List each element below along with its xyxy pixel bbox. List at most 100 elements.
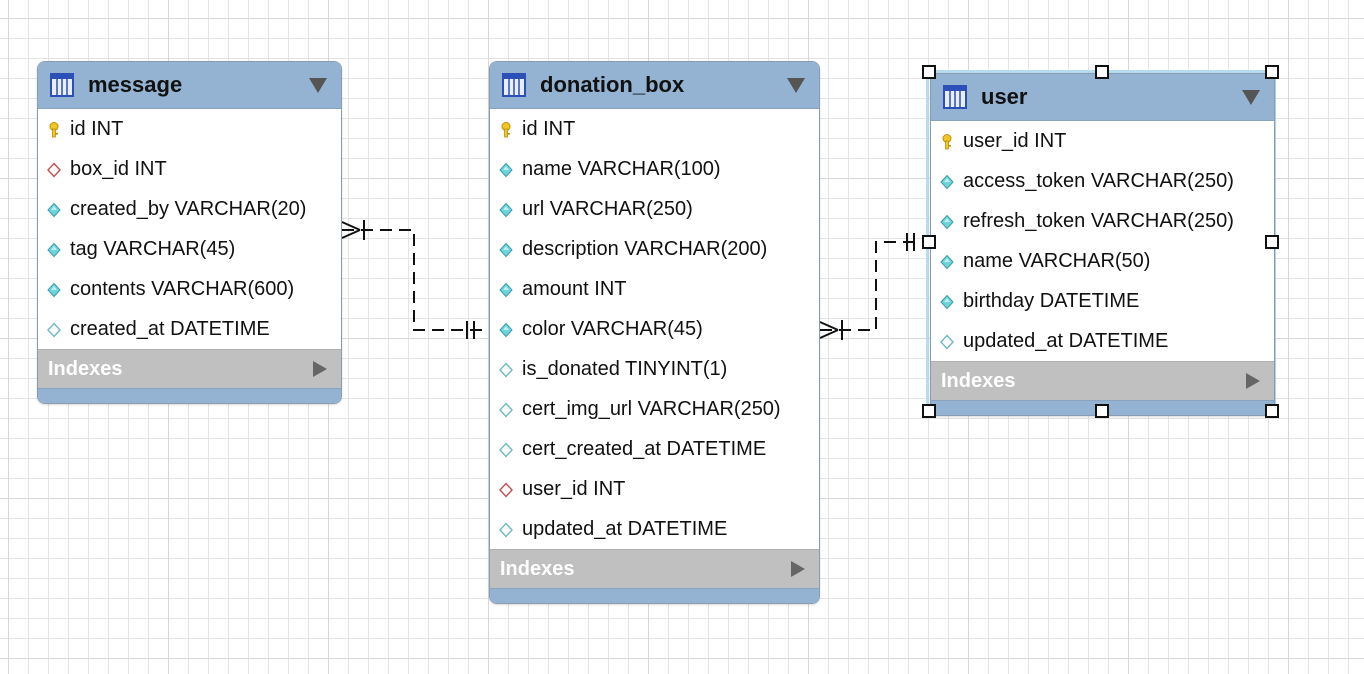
nullable-column-icon [499, 401, 513, 418]
table-icon [50, 73, 74, 97]
not-null-column-icon [47, 241, 61, 258]
column-row[interactable]: birthday DATETIME [931, 281, 1274, 321]
column-label: cert_created_at DATETIME [522, 437, 767, 460]
column-label: created_at DATETIME [70, 317, 270, 340]
collapse-triangle-icon[interactable] [787, 78, 805, 93]
expand-arrow-icon[interactable] [791, 561, 805, 577]
column-row[interactable]: amount INT [490, 269, 819, 309]
column-row[interactable]: created_at DATETIME [38, 309, 341, 349]
crow-foot-many-marker [819, 320, 843, 340]
collapse-triangle-icon[interactable] [309, 78, 327, 93]
resize-handle-bottom-right[interactable] [1265, 404, 1279, 418]
not-null-column-icon [499, 281, 513, 298]
expand-arrow-icon[interactable] [313, 361, 327, 377]
column-row[interactable]: tag VARCHAR(45) [38, 229, 341, 269]
not-null-column-icon [47, 281, 61, 298]
table-header[interactable]: message [38, 62, 341, 109]
column-label: description VARCHAR(200) [522, 237, 768, 260]
column-label: birthday DATETIME [963, 289, 1140, 312]
indexes-label: Indexes [941, 369, 1016, 392]
column-row[interactable]: name VARCHAR(50) [931, 241, 1274, 281]
table-donation-box[interactable]: donation_box id INT name VARCHAR(100) url … [489, 61, 820, 604]
resize-handle-top-right[interactable] [1265, 65, 1279, 79]
column-label: is_donated TINYINT(1) [522, 357, 728, 380]
column-row[interactable]: access_token VARCHAR(250) [931, 161, 1274, 201]
column-list: id INT box_id INT created_by VARCHAR(20) ta… [38, 109, 341, 349]
not-null-column-icon [499, 161, 513, 178]
column-row[interactable]: id INT [490, 109, 819, 149]
column-label: url VARCHAR(250) [522, 197, 693, 220]
column-row[interactable]: id INT [38, 109, 341, 149]
column-row[interactable]: contents VARCHAR(600) [38, 269, 341, 309]
column-row[interactable]: created_by VARCHAR(20) [38, 189, 341, 229]
table-title: message [88, 72, 183, 97]
column-label: created_by VARCHAR(20) [70, 197, 307, 220]
column-label: name VARCHAR(100) [522, 157, 721, 180]
foreign-key-icon [47, 161, 61, 178]
column-label: cert_img_url VARCHAR(250) [522, 397, 781, 420]
table-message[interactable]: message id INT box_id INT created_by VARCH… [37, 61, 342, 404]
column-label: color VARCHAR(45) [522, 317, 703, 340]
column-row[interactable]: is_donated TINYINT(1) [490, 349, 819, 389]
column-row[interactable]: name VARCHAR(100) [490, 149, 819, 189]
column-label: updated_at DATETIME [522, 517, 728, 540]
indexes-section[interactable]: Indexes [38, 349, 341, 388]
relationship-donation-box-user[interactable] [819, 233, 930, 340]
column-label: updated_at DATETIME [963, 329, 1169, 352]
resize-handle-middle-right[interactable] [1265, 235, 1279, 249]
indexes-label: Indexes [500, 557, 575, 580]
expand-arrow-icon[interactable] [1246, 373, 1260, 389]
resize-handle-top-center[interactable] [1095, 65, 1109, 79]
not-null-column-icon [499, 201, 513, 218]
table-footer [490, 588, 819, 603]
table-title: user [981, 84, 1028, 109]
not-null-column-icon [47, 201, 61, 218]
column-row[interactable]: url VARCHAR(250) [490, 189, 819, 229]
table-title: donation_box [540, 72, 685, 97]
column-row[interactable]: box_id INT [38, 149, 341, 189]
column-row[interactable]: cert_created_at DATETIME [490, 429, 819, 469]
column-label: tag VARCHAR(45) [70, 237, 236, 260]
column-row[interactable]: user_id INT [931, 121, 1274, 161]
column-label: id INT [70, 117, 124, 140]
primary-key-icon [47, 121, 61, 138]
collapse-triangle-icon[interactable] [1242, 90, 1260, 105]
resize-handle-top-left[interactable] [922, 65, 936, 79]
table-user[interactable]: user user_id INT access_token VARCHAR(250… [930, 73, 1275, 416]
nullable-column-icon [940, 333, 954, 350]
column-label: name VARCHAR(50) [963, 249, 1151, 272]
resize-handle-middle-left[interactable] [922, 235, 936, 249]
nullable-column-icon [47, 321, 61, 338]
column-row[interactable]: color VARCHAR(45) [490, 309, 819, 349]
column-row[interactable]: description VARCHAR(200) [490, 229, 819, 269]
one-marker [466, 321, 475, 339]
column-row[interactable]: updated_at DATETIME [931, 321, 1274, 361]
indexes-section[interactable]: Indexes [490, 549, 819, 588]
not-null-column-icon [940, 293, 954, 310]
resize-handle-bottom-center[interactable] [1095, 404, 1109, 418]
column-list: user_id INT access_token VARCHAR(250) refr… [931, 121, 1274, 361]
not-null-column-icon [940, 173, 954, 190]
column-row[interactable]: cert_img_url VARCHAR(250) [490, 389, 819, 429]
column-label: user_id INT [522, 477, 626, 500]
one-marker [906, 233, 915, 251]
table-header[interactable]: user [931, 74, 1274, 121]
column-row[interactable]: user_id INT [490, 469, 819, 509]
table-icon [943, 85, 967, 109]
table-header[interactable]: donation_box [490, 62, 819, 109]
column-label: contents VARCHAR(600) [70, 277, 295, 300]
not-null-column-icon [499, 321, 513, 338]
relationship-message-donation-box[interactable] [341, 220, 488, 339]
indexes-label: Indexes [48, 357, 123, 380]
column-row[interactable]: updated_at DATETIME [490, 509, 819, 549]
nullable-column-icon [499, 441, 513, 458]
table-footer [38, 388, 341, 403]
resize-handle-bottom-left[interactable] [922, 404, 936, 418]
column-label: refresh_token VARCHAR(250) [963, 209, 1234, 232]
primary-key-icon [499, 121, 513, 138]
column-row[interactable]: refresh_token VARCHAR(250) [931, 201, 1274, 241]
column-label: access_token VARCHAR(250) [963, 169, 1234, 192]
indexes-section[interactable]: Indexes [931, 361, 1274, 400]
foreign-key-icon [499, 481, 513, 498]
nullable-column-icon [499, 521, 513, 538]
